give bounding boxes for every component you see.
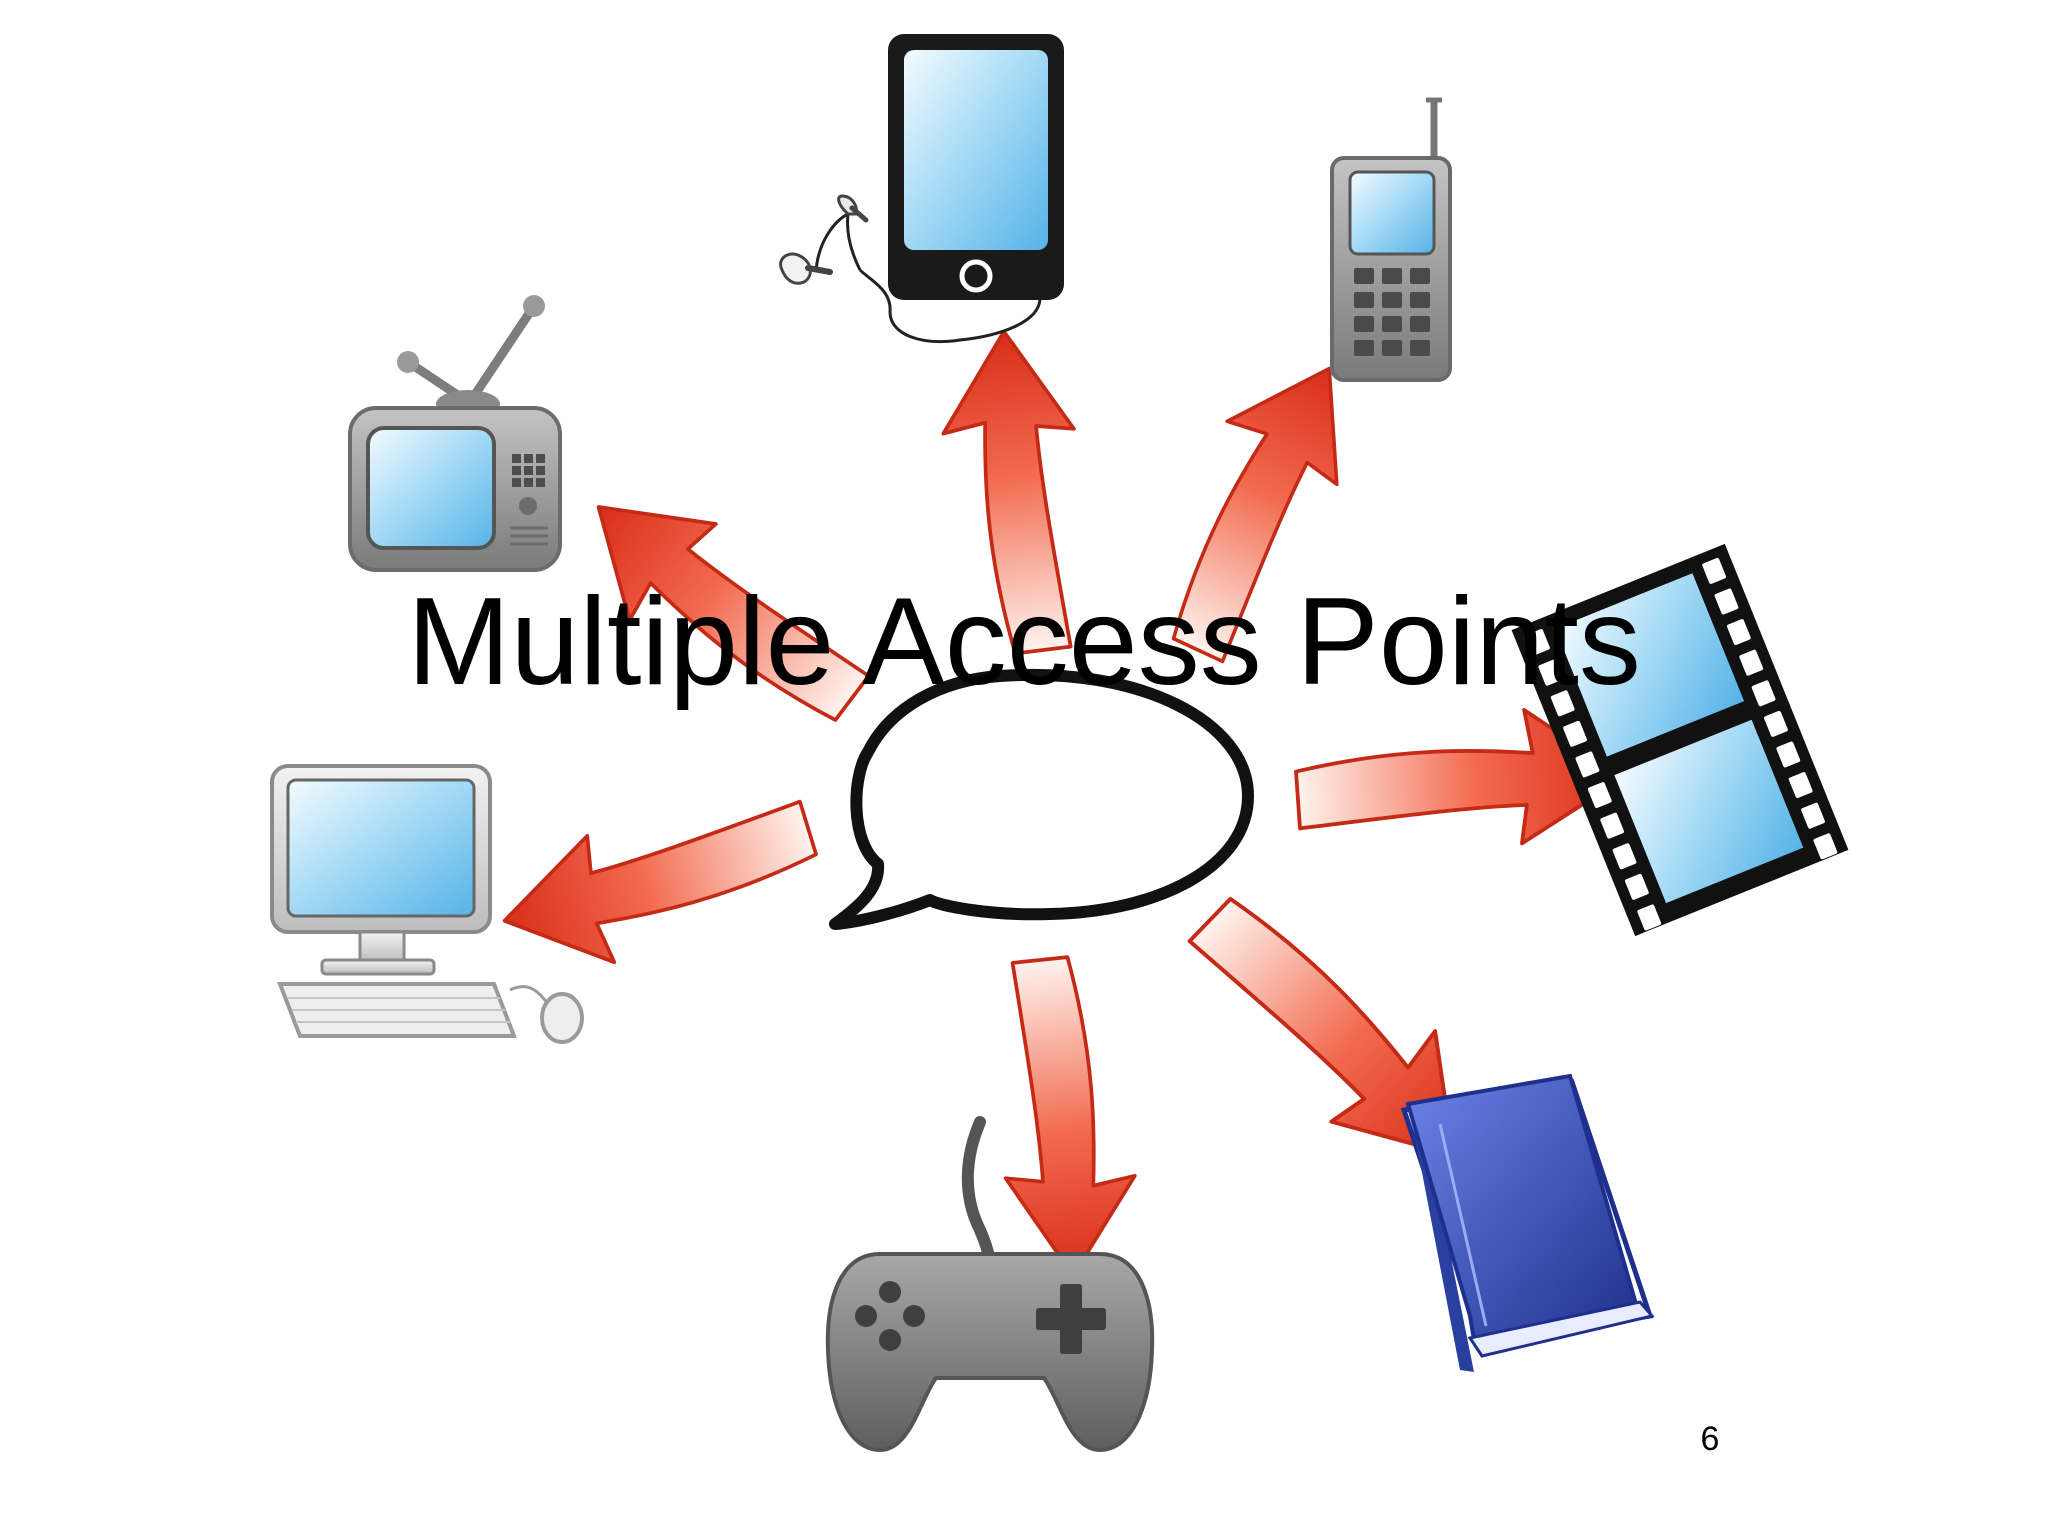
television-icon bbox=[348, 295, 562, 572]
book-icon bbox=[1400, 1073, 1655, 1372]
mobile-phone-icon bbox=[1330, 97, 1452, 382]
earphones-icon bbox=[779, 194, 869, 285]
film-strip-icon bbox=[1511, 543, 1849, 937]
arrow-to-smartphone bbox=[930, 322, 1103, 661]
arrow-to-desktop-computer bbox=[485, 771, 831, 992]
arrow-to-mobile-phone bbox=[1132, 337, 1382, 676]
arrow-to-tv bbox=[553, 459, 889, 758]
speech-bubble bbox=[829, 668, 1254, 930]
desktop-computer-icon bbox=[270, 764, 584, 1044]
page-number: 6 bbox=[1700, 1420, 1720, 1458]
arrow-to-game-controller bbox=[981, 950, 1147, 1284]
smartphone-icon bbox=[814, 34, 1064, 344]
game-controller-icon bbox=[825, 1116, 1155, 1453]
